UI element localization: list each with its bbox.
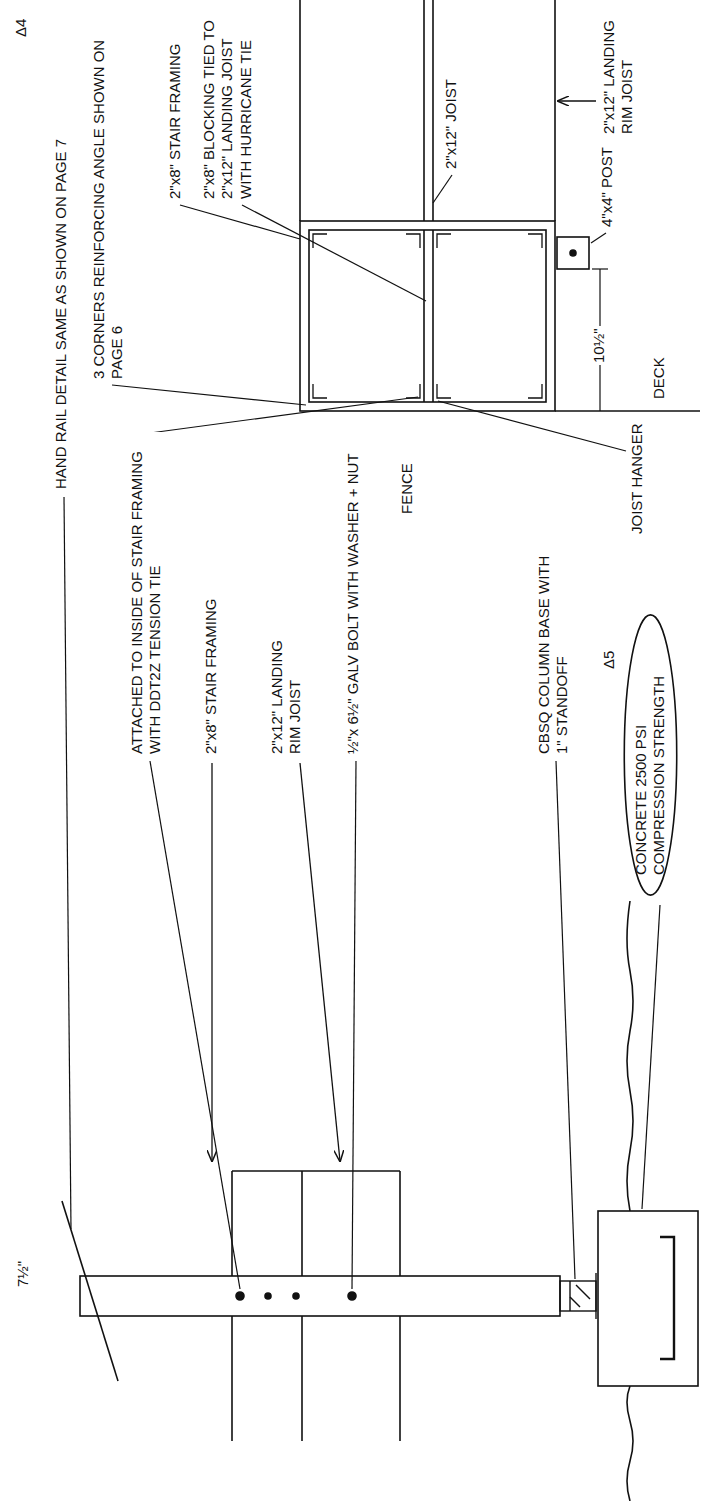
leader-line bbox=[64, 175, 660, 1289]
note-text: ATTACHED TO INSIDE OF STAIR FRAMING WITH… bbox=[128, 432, 165, 756]
landing-plan-part bbox=[300, 221, 555, 411]
column-base-part bbox=[570, 1297, 580, 1307]
corner-angle-part bbox=[313, 234, 327, 248]
post-part bbox=[293, 1293, 299, 1299]
corner-angle-part bbox=[313, 384, 327, 398]
landing-plan-part bbox=[299, 0, 301, 221]
part-label: 2"x8" STAIR FRAMING bbox=[202, 597, 220, 756]
landing-plan-part bbox=[432, 0, 434, 221]
dimension-text: 10½" bbox=[590, 326, 608, 365]
column-base bbox=[560, 1273, 596, 1319]
detail-number: Δ5 bbox=[600, 649, 618, 671]
leader-line-part bbox=[438, 401, 626, 451]
post-part bbox=[80, 1276, 560, 1316]
part-label: ½"x 6½" GALV BOLT WITH WASHER + NUT bbox=[344, 451, 362, 756]
corner-angle-part bbox=[406, 384, 420, 398]
landing-plan-part bbox=[554, 0, 556, 221]
leader-line-part bbox=[180, 205, 300, 239]
leader-line-part bbox=[150, 761, 240, 1289]
leader-line-part bbox=[433, 175, 452, 203]
footing-part bbox=[627, 901, 633, 1211]
landing-plan-part bbox=[423, 0, 425, 221]
part-label: 2"x12" JOIST bbox=[442, 77, 460, 171]
corner-angle-part bbox=[528, 234, 542, 248]
landing-plan-part bbox=[557, 237, 589, 269]
landing-plan-part bbox=[555, 410, 700, 412]
part-label: CBSQ COLUMN BASE WITH 1" STANDOFF bbox=[535, 552, 572, 756]
corner-angle-part bbox=[437, 234, 451, 248]
part-label: 2"x8" STAIR FRAMING bbox=[166, 42, 184, 201]
landing-plan-part bbox=[309, 230, 546, 402]
column-base-part bbox=[560, 1281, 596, 1311]
pointer-arrow-part bbox=[558, 100, 596, 101]
note-text: 3 CORNERS REINFORCING ANGLE SHOWN ON PAG… bbox=[90, 17, 127, 381]
post-part bbox=[236, 1292, 244, 1300]
footing-part bbox=[660, 1237, 674, 1359]
stair-framing-part bbox=[232, 1170, 400, 1172]
corner-angle-part bbox=[437, 384, 451, 398]
footing-part bbox=[627, 1386, 633, 1501]
post bbox=[62, 1201, 560, 1381]
leader-line-part bbox=[352, 761, 356, 1289]
footing bbox=[598, 901, 698, 1501]
landing-plan-part bbox=[423, 230, 425, 402]
corner-angle-part bbox=[528, 384, 542, 398]
leader-line-part bbox=[64, 497, 71, 1229]
landing-plan-part bbox=[570, 250, 576, 256]
part-label: 4"x4" POST bbox=[598, 145, 616, 229]
post-part bbox=[348, 1292, 356, 1300]
note-text: CONCRETE 2500 PSI COMPRESSION STRENGTH bbox=[632, 635, 669, 875]
dimension-text: 7½" bbox=[14, 1259, 32, 1289]
landing-plan bbox=[300, 0, 700, 411]
column-base-part bbox=[595, 1273, 596, 1319]
part-label: 2"x12" LANDING RIM JOIST bbox=[268, 612, 305, 756]
post-part bbox=[265, 1293, 271, 1299]
leader-line-part bbox=[591, 233, 606, 243]
corner-angle bbox=[313, 234, 542, 398]
pointer-arrow-part bbox=[300, 763, 340, 1161]
leader-line-part bbox=[242, 205, 426, 301]
column-base-part bbox=[576, 1285, 590, 1299]
footing-part bbox=[598, 1211, 698, 1386]
part-label: DECK bbox=[650, 355, 668, 401]
pointer-arrow-part bbox=[211, 763, 212, 1161]
part-label: JOIST HANGER bbox=[628, 421, 646, 536]
leader-line-part bbox=[112, 385, 306, 405]
part-label: FENCE bbox=[398, 461, 416, 516]
oval-outline-path bbox=[624, 615, 676, 895]
corner-angle-part bbox=[406, 234, 420, 248]
dimension-line-part bbox=[592, 268, 608, 269]
note-oval: CONCRETE 2500 PSI COMPRESSION STRENGTH bbox=[622, 609, 679, 901]
landing-plan-part bbox=[432, 230, 434, 402]
detail-number: Δ4 bbox=[12, 17, 30, 39]
pointer-arrow bbox=[212, 101, 596, 1161]
part-label: 2"x12" LANDING RIM JOIST bbox=[600, 2, 637, 136]
leader-line-part bbox=[642, 905, 660, 1209]
leader-line-part bbox=[556, 761, 575, 1279]
note-text: 2"x8" BLOCKING TIED TO 2"x12" LANDING JO… bbox=[200, 7, 255, 201]
column-base-part bbox=[569, 1281, 570, 1311]
note-text: HAND RAIL DETAIL SAME AS SHOWN ON PAGE 7 bbox=[52, 137, 70, 491]
